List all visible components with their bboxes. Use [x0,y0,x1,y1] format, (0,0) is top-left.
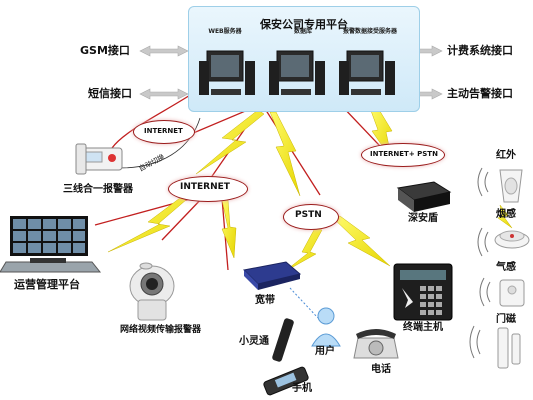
user-label: 用户 [315,346,335,357]
server-label-web: WEB服务器 [208,28,242,35]
phone-label: 电话 [371,364,391,375]
pstn-cloud-label: PSTN [295,210,322,220]
sensor-label-smoke: 烟感 [496,209,516,220]
user-icon [311,307,341,347]
gas-detector-icon [499,279,525,307]
interface-label-gsm: GSM接口 [80,44,130,57]
video-alarm-label: 网络视频传输报警器 [120,325,202,335]
computer-icon [269,50,325,95]
video-wall-icon [0,216,102,273]
platform-box: 保安公司专用平台 WEB服务器 数据库 报警数据接受服务器 [188,6,420,112]
internet-cloud-main [168,176,248,202]
cordless-phone-icon [272,318,294,362]
door-sensor-icon [497,327,521,369]
sensor-label-infrared: 红外 [496,150,516,161]
terminal-host-label: 终端主机 [403,322,443,333]
interface-label-sms: 短信接口 [88,87,132,100]
router-icon [242,261,302,290]
internet-cloud-main-label: INTERNET [180,182,230,192]
auto-switch-curve [119,117,201,169]
signal-arcs [469,167,491,359]
sensor-label-gas: 气感 [496,262,516,273]
alarm-panel-icon [75,143,123,175]
interface-label-billing: 计费系统接口 [447,44,513,57]
server-label-database: 数据库 [293,28,312,35]
computer-icon [199,50,255,95]
shenandun-device-icon [396,181,452,212]
lightning-bolts [107,107,513,273]
sensor-label-door: 门磁 [496,314,516,325]
infrared-sensor-icon [499,169,523,203]
xiaolingtong-label: 小灵通 [239,336,269,347]
interface-label-active-alarm: 主动告警接口 [447,87,513,100]
alarm-3in1-label: 三线合一报警器 [63,184,133,195]
operations-platform-label: 运营管理平台 [14,278,80,291]
telephone-icon [353,329,399,359]
broadband-label: 宽带 [255,295,275,306]
pstn-cloud [283,204,339,230]
internet-cloud-small [133,120,195,144]
camera-icon [129,262,175,321]
shenandun-label: 深安盾 [408,213,438,224]
smoke-detector-icon [494,230,530,249]
mobile-phone-icon [263,366,309,396]
server-computers [199,50,395,95]
platform-title: 保安公司专用平台 [260,18,348,31]
server-label-alarm: 报警数据接受服务器 [342,28,397,35]
mobile-label: 手机 [292,383,312,394]
internet-pstn-cloud-label: INTERNET+ PSTN [370,150,438,158]
internet-cloud-small-label: INTERNET [144,127,183,135]
computer-icon [339,50,395,95]
terminal-host-icon [393,263,453,321]
internet-pstn-cloud [361,143,445,167]
